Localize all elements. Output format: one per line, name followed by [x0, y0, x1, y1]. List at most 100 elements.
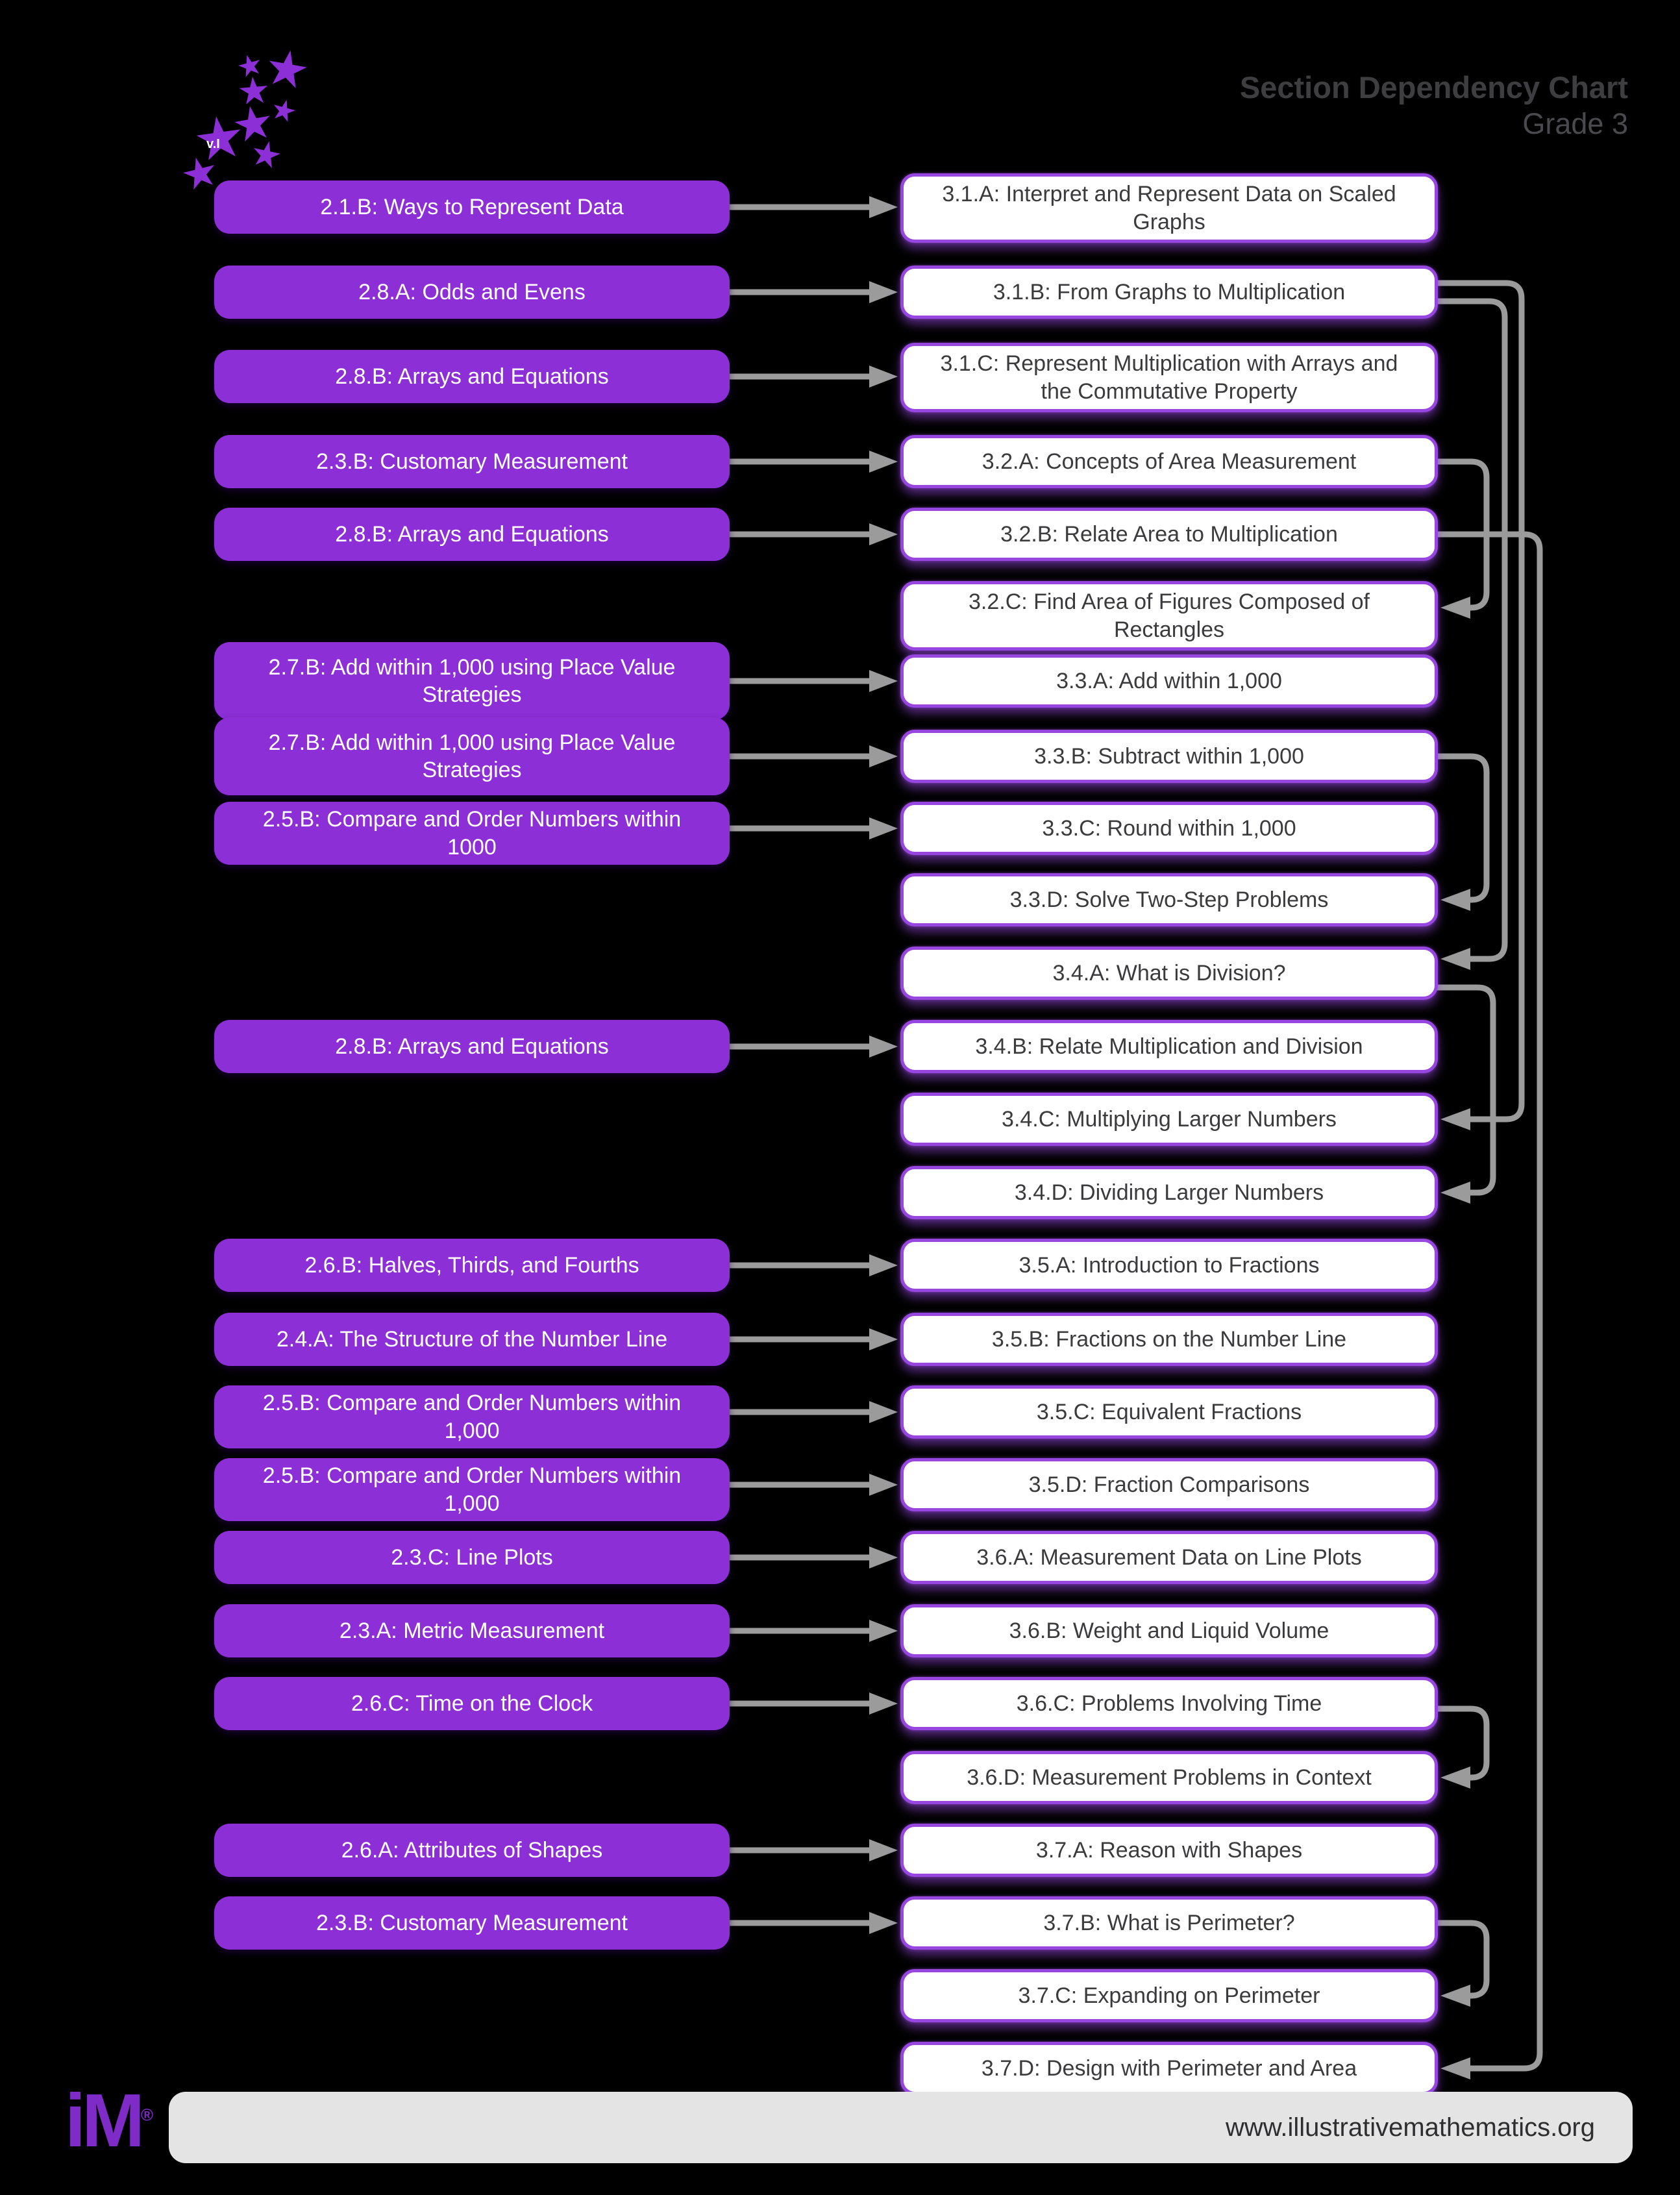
grade3-section-box: 3.2.C: Find Area of Figures Composed of … [900, 581, 1438, 651]
grade3-section-label: 3.4.B: Relate Multiplication and Divisio… [975, 1034, 1363, 1059]
im-logo: iM® [65, 2083, 153, 2158]
grade3-section-label: 3.1.B: From Graphs to Multiplication [993, 279, 1346, 304]
grade2-section-box: 2.5.B: Compare and Order Numbers within … [214, 1385, 730, 1448]
arrowhead-icon [869, 196, 898, 218]
stars-logo-icon: v.I [180, 47, 310, 192]
grade3-section-box: 3.1.A: Interpret and Represent Data on S… [900, 173, 1438, 243]
registered-mark: ® [140, 2105, 154, 2125]
grade3-section-label: 3.5.D: Fraction Comparisons [1028, 1472, 1310, 1497]
grade3-section-label: 3.2.B: Relate Area to Multiplication [1000, 521, 1338, 547]
grade3-section-label: 3.1.A: Interpret and Represent Data on S… [942, 182, 1396, 234]
arrowhead-icon [1440, 948, 1470, 970]
grade2-section-label: 2.3.A: Metric Measurement [339, 1618, 605, 1643]
grade3-section-label: 3.1.C: Represent Multiplication with Arr… [940, 351, 1398, 404]
grade2-section-box: 2.5.B: Compare and Order Numbers within … [214, 802, 730, 865]
arrowhead-icon [1440, 889, 1470, 911]
arrowhead-icon [869, 1912, 898, 1934]
grade2-section-box: 2.6.C: Time on the Clock [214, 1677, 730, 1730]
grade3-section-box: 3.1.B: From Graphs to Multiplication [900, 266, 1438, 319]
grade2-section-box: 2.8.B: Arrays and Equations [214, 350, 730, 403]
grade2-section-label: 2.8.A: Odds and Evens [358, 279, 586, 304]
grade2-section-label: 2.5.B: Compare and Order Numbers within … [262, 1463, 682, 1516]
grade2-section-box: 2.1.B: Ways to Represent Data [214, 180, 730, 234]
grade2-section-label: 2.3.C: Line Plots [391, 1544, 553, 1570]
arrowhead-icon [1440, 2057, 1470, 2079]
arrowhead-icon [869, 670, 898, 692]
grade3-section-box: 3.6.A: Measurement Data on Line Plots [900, 1531, 1438, 1584]
grade3-section-label: 3.6.C: Problems Involving Time [1016, 1691, 1322, 1716]
dependency-loop-line [1437, 1705, 1490, 1781]
arrowhead-icon [869, 1693, 898, 1715]
grade2-section-label: 2.4.A: The Structure of the Number Line [276, 1326, 668, 1352]
arrowhead-icon [1440, 1985, 1470, 2007]
grade2-section-label: 2.6.B: Halves, Thirds, and Fourths [304, 1252, 639, 1278]
grade3-section-label: 3.6.D: Measurement Problems in Context [967, 1765, 1372, 1790]
grade3-section-box: 3.7.D: Design with Perimeter and Area [900, 2042, 1438, 2095]
arrowhead-icon [869, 366, 898, 388]
grade3-section-box: 3.5.A: Introduction to Fractions [900, 1239, 1438, 1292]
arrowhead-icon [869, 817, 898, 839]
grade2-section-box: 2.7.B: Add within 1,000 using Place Valu… [214, 642, 730, 720]
dependency-loop-line [1437, 753, 1490, 903]
grade2-section-box: 2.4.A: The Structure of the Number Line [214, 1313, 730, 1366]
arrowhead-icon [1440, 1108, 1470, 1130]
arrowhead-icon [869, 1254, 898, 1276]
grade3-section-box: 3.6.B: Weight and Liquid Volume [900, 1604, 1438, 1657]
grade3-section-label: 3.5.C: Equivalent Fractions [1036, 1399, 1302, 1424]
grade3-section-label: 3.3.C: Round within 1,000 [1042, 815, 1296, 841]
grade3-section-label: 3.3.B: Subtract within 1,000 [1034, 743, 1304, 769]
grade2-section-label: 2.8.B: Arrays and Equations [335, 364, 609, 389]
page-title: Section Dependency Chart [1239, 70, 1628, 105]
footer-bar: www.illustrativemathematics.org [169, 2092, 1633, 2163]
grade3-section-box: 3.7.A: Reason with Shapes [900, 1824, 1438, 1877]
arrowhead-icon [1440, 1767, 1470, 1789]
arrowhead-icon [869, 1546, 898, 1569]
arrowhead-icon [869, 1474, 898, 1496]
grade2-section-box: 2.8.B: Arrays and Equations [214, 508, 730, 561]
grade3-section-box: 3.1.C: Represent Multiplication with Arr… [900, 343, 1438, 412]
grade3-section-box: 3.3.A: Add within 1,000 [900, 654, 1438, 708]
grade2-section-label: 2.6.A: Attributes of Shapes [341, 1837, 603, 1863]
grade3-section-box: 3.4.D: Dividing Larger Numbers [900, 1166, 1438, 1219]
dependency-loop-line [1437, 280, 1525, 1122]
grade3-section-box: 3.2.B: Relate Area to Multiplication [900, 508, 1438, 561]
grade2-section-label: 2.8.B: Arrays and Equations [335, 521, 609, 547]
page-subtitle: Grade 3 [1522, 107, 1628, 141]
grade3-section-label: 3.3.A: Add within 1,000 [1056, 668, 1282, 693]
grade3-section-box: 3.6.C: Problems Involving Time [900, 1677, 1438, 1730]
grade2-section-box: 2.6.A: Attributes of Shapes [214, 1824, 730, 1877]
grade2-section-label: 2.8.B: Arrays and Equations [335, 1034, 609, 1059]
page-header: Section Dependency Chart Grade 3 [1240, 70, 1628, 143]
grade2-section-box: 2.6.B: Halves, Thirds, and Fourths [214, 1239, 730, 1292]
grade2-section-label: 2.3.B: Customary Measurement [316, 449, 628, 474]
grade3-section-box: 3.6.D: Measurement Problems in Context [900, 1751, 1438, 1804]
grade2-section-box: 2.7.B: Add within 1,000 using Place Valu… [214, 717, 730, 795]
arrowhead-icon [869, 281, 898, 303]
grade2-section-label: 2.6.C: Time on the Clock [351, 1691, 593, 1716]
grade3-section-box: 3.4.A: What is Division? [900, 947, 1438, 1000]
footer-url[interactable]: www.illustrativemathematics.org [1225, 2113, 1595, 2142]
grade3-section-label: 3.4.D: Dividing Larger Numbers [1014, 1180, 1324, 1205]
grade3-section-box: 3.3.D: Solve Two-Step Problems [900, 873, 1438, 926]
grade2-section-box: 2.8.A: Odds and Evens [214, 266, 730, 319]
grade2-section-label: 2.1.B: Ways to Represent Data [320, 194, 624, 219]
grade2-section-label: 2.7.B: Add within 1,000 using Place Valu… [268, 654, 676, 708]
arrowhead-icon [869, 1839, 898, 1861]
im-logo-text: iM [65, 2078, 145, 2163]
grade3-section-label: 3.3.D: Solve Two-Step Problems [1009, 887, 1329, 912]
star-badge-text: v.I [206, 137, 220, 151]
arrowhead-icon [869, 1401, 898, 1423]
arrowhead-icon [869, 1328, 898, 1350]
grade3-section-label: 3.7.B: What is Perimeter? [1043, 1910, 1295, 1935]
dependency-loop-line [1437, 1920, 1490, 1999]
grade3-section-label: 3.4.C: Multiplying Larger Numbers [1002, 1106, 1337, 1132]
grade3-section-box: 3.7.B: What is Perimeter? [900, 1896, 1438, 1950]
grade3-section-label: 3.6.B: Weight and Liquid Volume [1009, 1618, 1329, 1643]
dependency-loop-line [1437, 531, 1543, 2072]
grade3-section-label: 3.4.A: What is Division? [1052, 960, 1286, 986]
grade2-section-label: 2.5.B: Compare and Order Numbers within … [262, 1391, 682, 1443]
grade2-section-label: 2.7.B: Add within 1,000 using Place Valu… [268, 730, 676, 783]
grade2-section-label: 2.3.B: Customary Measurement [316, 1910, 628, 1935]
